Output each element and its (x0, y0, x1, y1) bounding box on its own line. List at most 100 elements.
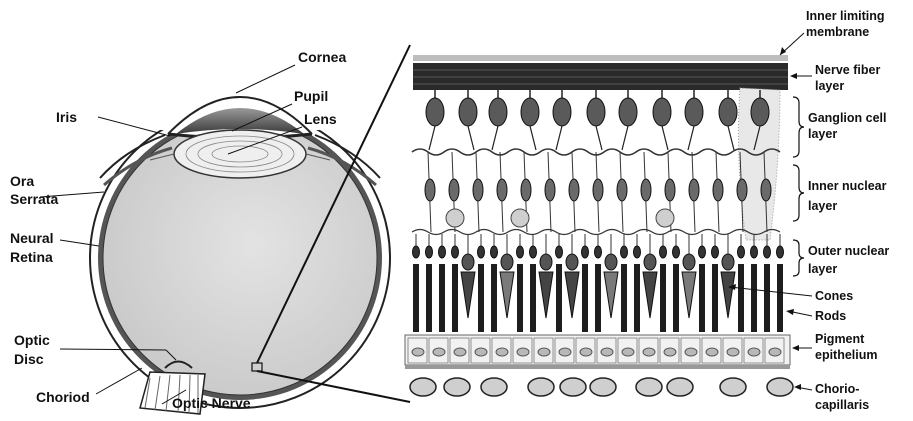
ganglion-soma (751, 98, 769, 126)
cone-outer-segment (643, 272, 657, 318)
label-pe-2: epithelium (815, 348, 878, 362)
cone-outer-segment (682, 272, 696, 318)
rod-outer-segment (452, 264, 458, 332)
label-disc: Disc (14, 351, 44, 367)
label-onl-1: Outer nuclear (808, 244, 889, 258)
capillary-vessel (720, 378, 746, 396)
cone-nucleus (644, 254, 656, 270)
amacrine-cell (656, 209, 674, 227)
capillary-vessel (590, 378, 616, 396)
rod-nucleus (452, 246, 459, 258)
choriocapillaris-vessels (410, 378, 793, 396)
label-optic: Optic (14, 332, 50, 348)
rod-outer-segment (764, 264, 770, 332)
label-iris: Iris (56, 109, 77, 125)
bipolar-cell (425, 179, 435, 201)
cone-nucleus (566, 254, 578, 270)
label-serrata: Serrata (10, 191, 58, 207)
ganglion-dendrite (728, 126, 734, 150)
bipolar-cell (665, 179, 675, 201)
bipolar-cell (569, 179, 579, 201)
label-onl-2: layer (808, 262, 837, 276)
pigment-nucleus (559, 348, 571, 356)
ganglion-soma (553, 98, 571, 126)
bipolar-cell (737, 179, 747, 201)
rod-outer-segment (426, 264, 432, 332)
rod-nucleus (712, 246, 719, 258)
rod-outer-segment (699, 264, 705, 332)
rod-nucleus (660, 246, 667, 258)
rod-outer-segment (556, 264, 562, 332)
capillary-vessel (560, 378, 586, 396)
rod-nucleus (530, 246, 537, 258)
label-optic-nerve: Optic Nerve (172, 395, 251, 411)
capillary-vessel (667, 378, 693, 396)
rod-nucleus (751, 246, 758, 258)
rod-nucleus (426, 246, 433, 258)
amacrine-cell (511, 209, 529, 227)
cone-outer-segment (461, 272, 475, 318)
ganglion-dendrite (662, 126, 668, 150)
pigment-nucleus (433, 348, 445, 356)
label-nfl-2: layer (815, 79, 844, 93)
pigment-nucleus (769, 348, 781, 356)
ganglion-dendrite (596, 126, 602, 150)
label-ora: Ora (10, 173, 34, 189)
outer-plexiform-layer (412, 230, 780, 235)
label-cc-2: capillaris (815, 398, 869, 412)
rod-nucleus (478, 246, 485, 258)
label-cc-1: Chorio- (815, 382, 859, 396)
rod-outer-segment (595, 264, 601, 332)
label-inl-2: layer (808, 199, 837, 213)
pigment-nucleus (643, 348, 655, 356)
cone-outer-segment (500, 272, 514, 318)
capillary-vessel (481, 378, 507, 396)
ganglion-dendrite (429, 126, 435, 150)
label-retina: Retina (10, 249, 53, 265)
cone-nucleus (540, 254, 552, 270)
pigment-nucleus (412, 348, 424, 356)
label-rods: Rods (815, 309, 846, 323)
ganglion-soma (521, 98, 539, 126)
rod-nucleus (634, 246, 641, 258)
rod-outer-segment (413, 264, 419, 332)
bipolar-cell (641, 179, 651, 201)
pigment-nucleus (517, 348, 529, 356)
cone-outer-segment (604, 272, 618, 318)
rod-nucleus (556, 246, 563, 258)
amacrine-cell (446, 209, 464, 227)
rod-nucleus (673, 246, 680, 258)
pigment-nucleus (706, 348, 718, 356)
bipolar-cell (761, 179, 771, 201)
label-lens: Lens (304, 111, 337, 127)
lens-shape (174, 130, 306, 178)
ganglion-soma (489, 98, 507, 126)
pigment-nucleus (454, 348, 466, 356)
rod-outer-segment (777, 264, 783, 332)
inner-nuclear-cells (425, 152, 771, 232)
cone-outer-segment (721, 272, 735, 318)
capillary-vessel (410, 378, 436, 396)
ganglion-soma (587, 98, 605, 126)
ganglion-dendrite (492, 126, 498, 150)
bipolar-cell (689, 179, 699, 201)
cone-nucleus (722, 254, 734, 270)
label-cones: Cones (815, 289, 853, 303)
ganglion-dendrite (688, 126, 694, 150)
rod-outer-segment (621, 264, 627, 332)
rod-nucleus (491, 246, 498, 258)
cone-outer-segment (539, 272, 553, 318)
pigment-nucleus (727, 348, 739, 356)
rod-nucleus (439, 246, 446, 258)
photoreceptor-layer (413, 234, 784, 332)
ganglion-soma (719, 98, 737, 126)
bipolar-cell (497, 179, 507, 201)
pigment-nucleus (475, 348, 487, 356)
label-cornea: Cornea (298, 49, 346, 65)
ganglion-dendrite (530, 126, 536, 150)
pigment-nucleus (601, 348, 613, 356)
rod-nucleus (595, 246, 602, 258)
rod-outer-segment (491, 264, 497, 332)
capillary-vessel (636, 378, 662, 396)
bipolar-cell (593, 179, 603, 201)
